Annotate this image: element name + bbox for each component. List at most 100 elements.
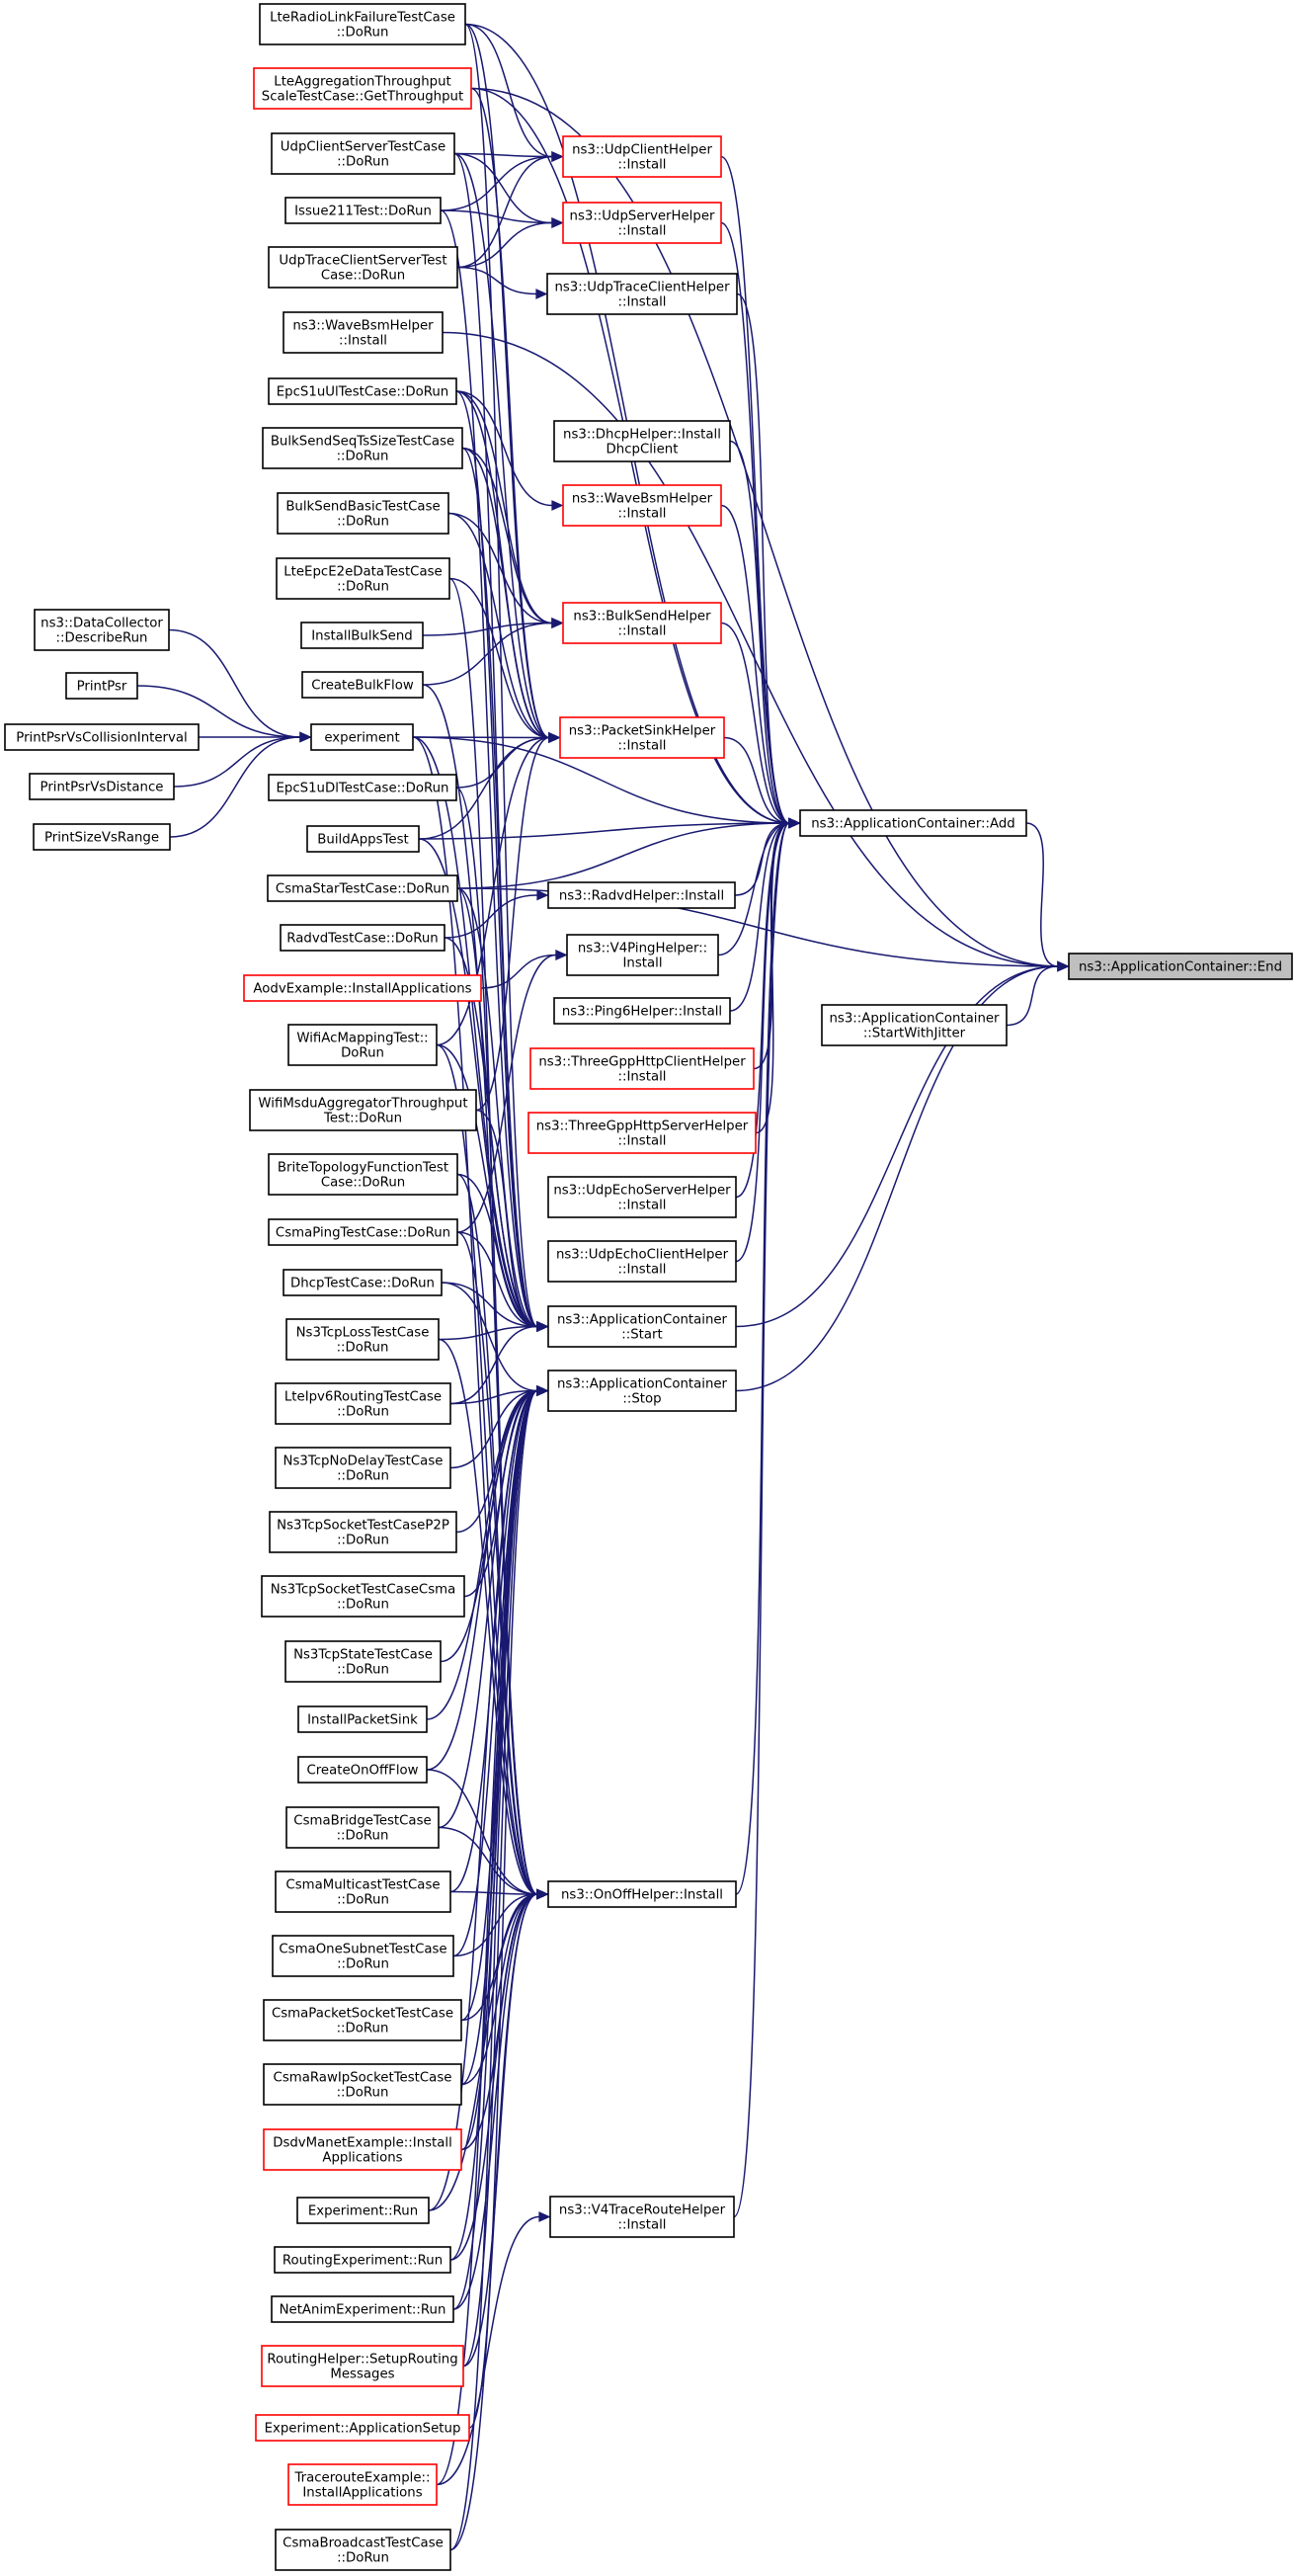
node-experimentrun[interactable]: Experiment::Run — [296, 2197, 430, 2224]
edge-line — [1006, 965, 1059, 1027]
node-udpechoclienthelper[interactable]: ns3::UdpEchoClientHelper::Install — [547, 1240, 737, 1283]
node-wavebsmhelper_left[interactable]: ns3::WaveBsmHelper::Install — [283, 311, 444, 354]
node-buildappstest[interactable]: BuildAppsTest — [306, 825, 420, 853]
node-lteaggregation[interactable]: LteAggregationThroughputScaleTestCase::G… — [253, 67, 472, 110]
node-udpclienthelper[interactable]: ns3::UdpClientHelper::Install — [562, 135, 722, 178]
node-routingexperiment[interactable]: RoutingExperiment::Run — [274, 2246, 451, 2274]
node-udpclientserver[interactable]: UdpClientServerTestCase::DoRun — [271, 132, 455, 175]
node-threegpphttpserver[interactable]: ns3::ThreeGppHttpServerHelper::Install — [527, 1112, 757, 1154]
node-label-line: ns3::ApplicationContainer — [557, 1313, 728, 1328]
node-label-line: Ns3TcpNoDelayTestCase — [283, 1454, 444, 1469]
node-radvdhelper[interactable]: ns3::RadvdHelper::Install — [547, 881, 736, 909]
node-label-line: Ns3TcpSocketTestCaseCsma — [271, 1583, 456, 1598]
node-csmastar[interactable]: CsmaStarTestCase::DoRun — [267, 874, 458, 902]
node-printpsrdistance[interactable]: PrintPsrVsDistance — [29, 773, 175, 800]
node-dhcptestcase[interactable]: DhcpTestCase::DoRun — [283, 1269, 443, 1296]
node-ns3tcpstate[interactable]: Ns3TcpStateTestCase::DoRun — [284, 1640, 442, 1683]
node-ns3tcploss[interactable]: Ns3TcpLossTestCase::DoRun — [285, 1318, 440, 1361]
node-tracerouteexample[interactable]: TracerouteExample::InstallApplications — [287, 2463, 438, 2506]
node-onoffhelper[interactable]: ns3::OnOffHelper::Install — [547, 1880, 737, 1908]
node-dsdvmanet[interactable]: DsdvManetExample::InstallApplications — [263, 2128, 462, 2171]
node-lteepce2e[interactable]: LteEpcE2eDataTestCase::DoRun — [276, 557, 450, 600]
node-box — [529, 1047, 755, 1090]
node-label-line: Applications — [322, 2151, 402, 2166]
edge-line — [440, 209, 538, 1328]
node-csmapacketsocket[interactable]: CsmaPacketSocketTestCase::DoRun — [263, 1999, 462, 2041]
node-experiment[interactable]: experiment — [310, 723, 414, 751]
node-ping6helper[interactable]: ns3::Ping6Helper::Install — [553, 997, 731, 1025]
node-installbulksend[interactable]: InstallBulkSend — [300, 622, 424, 649]
node-wifiacmapping[interactable]: WifiAcMappingTest::DoRun — [287, 1024, 438, 1066]
node-createbulkflow[interactable]: CreateBulkFlow — [301, 671, 424, 699]
edge-line — [452, 1893, 538, 1957]
node-label-line: experiment — [324, 731, 399, 746]
node-startjitter[interactable]: ns3::ApplicationContainer::StartWithJitt… — [821, 1004, 1008, 1046]
node-label-line: PrintPsrVsDistance — [40, 781, 164, 795]
node-threegpphttpclient[interactable]: ns3::ThreeGppHttpClientHelper::Install — [529, 1047, 755, 1090]
node-lteradiolink[interactable]: LteRadioLinkFailureTestCase::DoRun — [259, 3, 466, 45]
node-udptraceclienthelper[interactable]: ns3::UdpTraceClientHelper::Install — [546, 273, 738, 315]
node-end[interactable]: ns3::ApplicationContainer::End — [1068, 953, 1293, 980]
node-box — [562, 484, 722, 527]
node-radvdtestcase[interactable]: RadvdTestCase::DoRun — [280, 924, 445, 952]
edge-arrowhead — [536, 1321, 549, 1332]
node-printsizerange[interactable]: PrintSizeVsRange — [33, 823, 171, 851]
edge-wavebsmhelper_mid-to-add — [720, 504, 801, 829]
node-v4pinghelper[interactable]: ns3::V4PingHelper::Install — [566, 934, 719, 976]
node-box — [306, 825, 420, 853]
node-bulksendseqts[interactable]: BulkSendSeqTsSizeTestCase::DoRun — [262, 427, 463, 469]
node-createonoffflow[interactable]: CreateOnOffFlow — [297, 1756, 428, 1784]
node-datacollector[interactable]: ns3::DataCollector::DescribeRun — [34, 609, 170, 651]
node-epcs1uul[interactable]: EpcS1uUlTestCase::DoRun — [268, 377, 457, 405]
node-csmaonesubnet[interactable]: CsmaOneSubnetTestCase::DoRun — [272, 1935, 454, 1977]
node-packetsinkhelper[interactable]: ns3::PacketSinkHelper::Install — [559, 716, 725, 759]
node-netanimexperiment[interactable]: NetAnimExperiment::Run — [271, 2295, 454, 2323]
node-csmabridge[interactable]: CsmaBridgeTestCase::DoRun — [285, 1806, 440, 1849]
node-csmamulticast[interactable]: CsmaMulticastTestCase::DoRun — [275, 1870, 451, 1913]
node-issue211[interactable]: Issue211Test::DoRun — [284, 197, 442, 224]
node-appstart[interactable]: ns3::ApplicationContainer::Start — [547, 1305, 737, 1348]
edge-line — [169, 736, 301, 838]
node-ns3tcpnodelay[interactable]: Ns3TcpNoDelayTestCase::DoRun — [275, 1447, 451, 1489]
node-box — [29, 773, 175, 800]
node-printpsr[interactable]: PrintPsr — [65, 672, 138, 700]
edge-line — [418, 838, 538, 1328]
node-label-line: ::Install — [618, 295, 667, 310]
node-lteipv6routing[interactable]: LteIpv6RoutingTestCase::DoRun — [275, 1382, 451, 1425]
node-label-line: ::DoRun — [337, 1405, 389, 1420]
node-aodvexample[interactable]: AodvExample::InstallApplications — [243, 974, 482, 1002]
node-appstop[interactable]: ns3::ApplicationContainer::Stop — [547, 1370, 737, 1412]
node-ns3tcpsocketcsma[interactable]: Ns3TcpSocketTestCaseCsma::DoRun — [261, 1575, 465, 1618]
node-bulksendhelper[interactable]: ns3::BulkSendHelper::Install — [562, 602, 722, 644]
edge-line — [452, 1389, 538, 2310]
node-csmaping[interactable]: CsmaPingTestCase::DoRun — [268, 1218, 458, 1246]
node-box — [277, 492, 449, 535]
node-udpserverhelper[interactable]: ns3::UdpServerHelper::Install — [562, 202, 722, 244]
node-csmarawipsocket[interactable]: CsmaRawIpSocketTestCase::DoRun — [263, 2063, 462, 2106]
node-label-line: ns3::UdpClientHelper — [572, 143, 712, 158]
edge-line — [438, 1338, 538, 1895]
edge-epcs1udl-to-packetsinkhelper — [455, 732, 561, 789]
node-experimentappsetup[interactable]: Experiment::ApplicationSetup — [255, 2414, 470, 2442]
node-v4traceroutehelper[interactable]: ns3::V4TraceRouteHelper::Install — [549, 2196, 735, 2238]
node-label-line: LteEpcE2eDataTestCase — [283, 565, 442, 580]
node-udpechoserverhelper[interactable]: ns3::UdpEchoServerHelper::Install — [547, 1176, 737, 1218]
node-wavebsmhelper_mid[interactable]: ns3::WaveBsmHelper::Install — [562, 484, 722, 527]
node-epcs1udl[interactable]: EpcS1uDlTestCase::DoRun — [268, 774, 457, 801]
node-add[interactable]: ns3::ApplicationContainer::Add — [799, 809, 1027, 837]
node-box — [547, 881, 736, 909]
node-label-line: InstallApplications — [302, 2486, 422, 2501]
node-box — [799, 809, 1027, 837]
node-printpsrcollision[interactable]: PrintPsrVsCollisionInterval — [4, 723, 200, 751]
node-box — [275, 2529, 451, 2571]
node-label-line: DhcpClient — [607, 443, 679, 457]
node-installpacketsink[interactable]: InstallPacketSink — [297, 1705, 428, 1733]
node-csmabroadcast[interactable]: CsmaBroadcastTestCase::DoRun — [275, 2529, 451, 2571]
node-ns3tcpsocketp2p[interactable]: Ns3TcpSocketTestCaseP2P::DoRun — [269, 1511, 457, 1553]
node-bulksendbasic[interactable]: BulkSendBasicTestCase::DoRun — [277, 492, 449, 535]
